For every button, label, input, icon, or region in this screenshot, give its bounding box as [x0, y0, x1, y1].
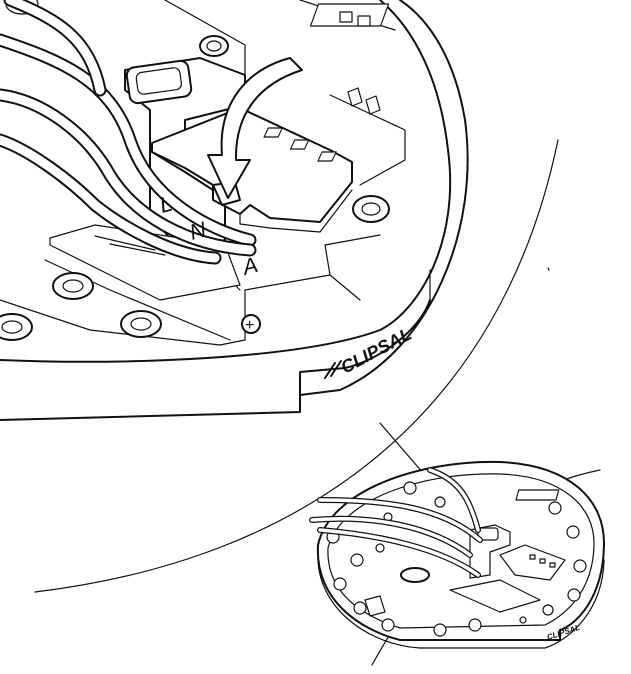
base-inner-rim — [0, 0, 452, 363]
magnification-arc — [34, 139, 559, 593]
base-ledge — [299, 299, 431, 396]
wires — [0, 0, 257, 265]
insertion-arrow — [207, 57, 303, 199]
zoomed-base-detail: L N A + CLIPSAL — [0, 0, 469, 421]
brand-logo-large: CLIPSAL — [324, 324, 415, 379]
base-outer-rim — [0, 0, 469, 421]
polarity-label-plus: + — [245, 317, 254, 334]
terminal-label-neutral: N — [187, 217, 209, 245]
terminal-label-active: A — [238, 252, 261, 280]
overview-base: CLIPSAL — [309, 460, 606, 649]
